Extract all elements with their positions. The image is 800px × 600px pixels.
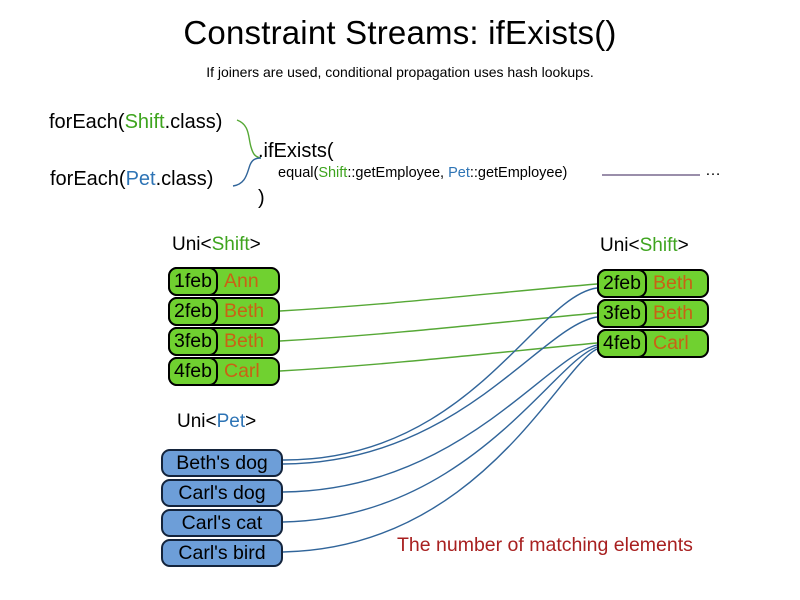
- table-row: 3feb Beth: [168, 327, 280, 356]
- pet-label: Uni<Pet>: [177, 411, 256, 433]
- shift-employee-cell: Beth: [653, 302, 694, 324]
- shift-date-cell: 4feb: [168, 357, 218, 386]
- shift-employee-cell: Beth: [224, 330, 265, 352]
- code-class-shift: Shift: [318, 165, 348, 181]
- edge-left2feb-right2feb: [279, 283, 598, 312]
- shift-employee-cell: Ann: [224, 270, 259, 292]
- code-foreach-shift: forEach(Shift.class): [49, 111, 222, 134]
- table-row: 2feb Beth: [597, 269, 709, 298]
- shift-employee-cell: Carl: [653, 332, 689, 354]
- label-class-shift: Shift: [211, 234, 250, 255]
- shift-date-cell: 3feb: [168, 327, 218, 356]
- note-text: The number of matching elements in the s…: [397, 482, 731, 600]
- edge-bethsdog-right2feb: [282, 287, 598, 461]
- label-text: Uni<: [600, 235, 640, 256]
- table-row: 2feb Beth: [168, 297, 280, 326]
- table-row: 4feb Carl: [597, 329, 709, 358]
- shift-date-cell: 2feb: [168, 297, 218, 326]
- list-item: Carl's bird: [161, 539, 283, 567]
- left-shift-label: Uni<Shift>: [172, 234, 261, 256]
- code-text: forEach(: [49, 111, 125, 133]
- code-text: forEach(: [50, 168, 126, 190]
- code-text: .class): [164, 111, 223, 133]
- page-title: Constraint Streams: ifExists(): [183, 14, 617, 51]
- table-row: 4feb Carl: [168, 357, 280, 386]
- code-ifexists: .ifExists(: [258, 140, 334, 162]
- shift-date-cell: 4feb: [597, 329, 647, 358]
- label-text: >: [677, 235, 689, 256]
- code-equal-joiner: equal(Shift::getEmployee, Pet::getEmploy…: [278, 165, 567, 181]
- label-text: Uni<: [177, 411, 217, 432]
- shift-employee-cell: Beth: [653, 272, 694, 294]
- edge-carlsdog-right4feb: [282, 344, 598, 493]
- code-class-pet: Pet: [448, 165, 470, 181]
- code-text: ::getEmployee): [469, 165, 568, 181]
- shift-employee-cell: Beth: [224, 300, 265, 322]
- table-row: 3feb Beth: [597, 299, 709, 328]
- edge-left4feb-right4feb: [279, 342, 598, 372]
- code-class-shift: Shift: [124, 111, 165, 133]
- page-subtitle: If joiners are used, conditional propaga…: [206, 64, 594, 80]
- shift-date-cell: 2feb: [597, 269, 647, 298]
- code-text: ::getEmployee,: [347, 165, 449, 181]
- label-text: Uni<: [172, 234, 212, 255]
- list-item: Beth's dog: [161, 449, 283, 477]
- label-text: >: [245, 411, 257, 432]
- pet-list: Beth's dog Carl's dog Carl's cat Carl's …: [161, 449, 283, 569]
- code-close-paren: ): [258, 187, 265, 209]
- label-class-shift: Shift: [639, 235, 678, 256]
- table-row: 1feb Ann: [168, 267, 280, 296]
- code-text: .class): [155, 168, 214, 190]
- code-foreach-pet: forEach(Pet.class): [50, 168, 213, 191]
- label-class-pet: Pet: [216, 411, 246, 432]
- edge-bethsdog-right3feb: [282, 316, 598, 465]
- note-line: The number of matching elements: [397, 534, 693, 556]
- shift-employee-cell: Carl: [224, 360, 260, 382]
- list-item: Carl's dog: [161, 479, 283, 507]
- ellipsis: …: [705, 162, 721, 179]
- label-text: >: [249, 234, 261, 255]
- code-class-pet: Pet: [125, 168, 156, 190]
- brace-lower-blue: [232, 157, 262, 187]
- right-shift-label: Uni<Shift>: [600, 235, 689, 257]
- shift-date-cell: 1feb: [168, 267, 218, 296]
- shift-date-cell: 3feb: [597, 299, 647, 328]
- edge-left3feb-right3feb: [279, 312, 598, 342]
- list-item: Carl's cat: [161, 509, 283, 537]
- code-text: equal(: [278, 165, 319, 181]
